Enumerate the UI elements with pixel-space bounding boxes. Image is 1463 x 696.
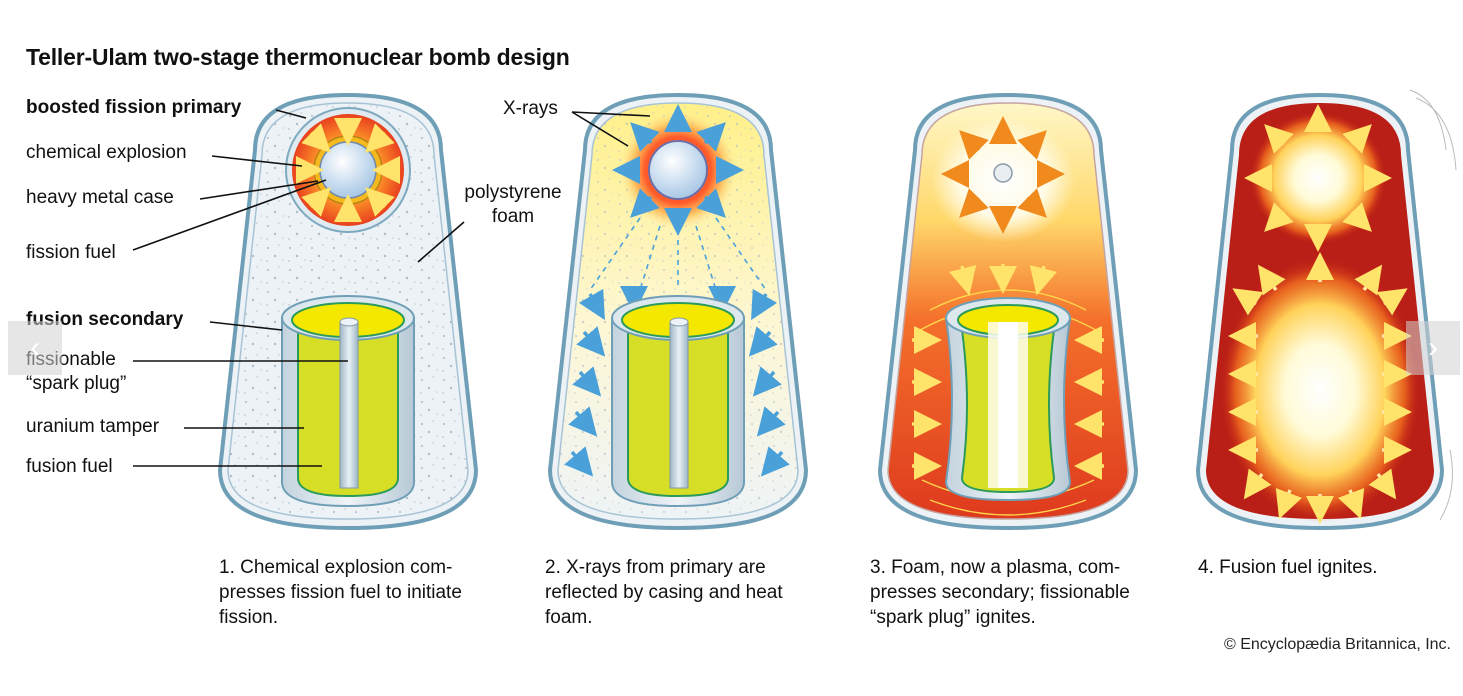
reflected-arrows <box>564 286 790 477</box>
next-slide-button[interactable]: › <box>1406 321 1460 375</box>
secondary-cylinder-1 <box>281 295 415 508</box>
stage-3-bomb <box>877 92 1139 531</box>
label-heavy-metal-case: heavy metal case <box>26 187 174 208</box>
caption-stage-3: 3. Foam, now a plasma, com- presses seco… <box>870 557 1130 628</box>
label-fusion-fuel: fusion fuel <box>26 456 113 477</box>
stage-2-bomb <box>547 92 809 531</box>
stage-1-bomb <box>217 92 479 531</box>
stage-4-bomb <box>1195 89 1457 531</box>
caption-stage-4: 4. Fusion fuel ignites. <box>1198 557 1378 578</box>
label-chemical-explosion: chemical explosion <box>26 142 187 163</box>
secondary-cylinder-3 <box>944 297 1072 502</box>
leader-lines <box>132 109 465 467</box>
caption-stage-2: 2. X-rays from primary are reflected by … <box>545 557 783 628</box>
label-fusion-secondary: fusion secondary <box>26 309 184 330</box>
label-fission-fuel: fission fuel <box>26 242 116 263</box>
label-foam-line2: foam <box>491 206 535 227</box>
xray-arrows <box>612 104 744 236</box>
chevron-right-icon: › <box>1428 331 1438 364</box>
label-polystyrene-foam: polystyrene foam <box>456 181 570 229</box>
caption-stage-1: 1. Chemical explosion com- presses fissi… <box>219 557 462 628</box>
xray-leaders <box>571 111 651 147</box>
secondary-cylinder-2 <box>611 295 745 508</box>
label-polystyrene-line1: polystyrene <box>464 182 562 203</box>
xray-dashes <box>589 217 767 291</box>
motion-lines <box>1409 89 1457 521</box>
prev-slide-button[interactable]: ‹ <box>8 321 62 375</box>
label-boosted-fission-primary: boosted fission primary <box>26 97 242 118</box>
expansion-arrows <box>941 116 1065 234</box>
ignition-arrows <box>1228 104 1412 524</box>
compression-arrows-3 <box>912 264 1104 480</box>
chevron-left-icon: ‹ <box>30 331 40 364</box>
compression-arrows <box>296 118 400 222</box>
label-x-rays: X-rays <box>503 98 558 119</box>
label-spark-plug-line2: “spark plug” <box>26 373 127 394</box>
label-uranium-tamper: uranium tamper <box>26 416 160 437</box>
diagram-title: Teller-Ulam two-stage thermonuclear bomb… <box>26 44 570 70</box>
copyright-credit: © Encyclopædia Britannica, Inc. <box>1223 636 1451 653</box>
